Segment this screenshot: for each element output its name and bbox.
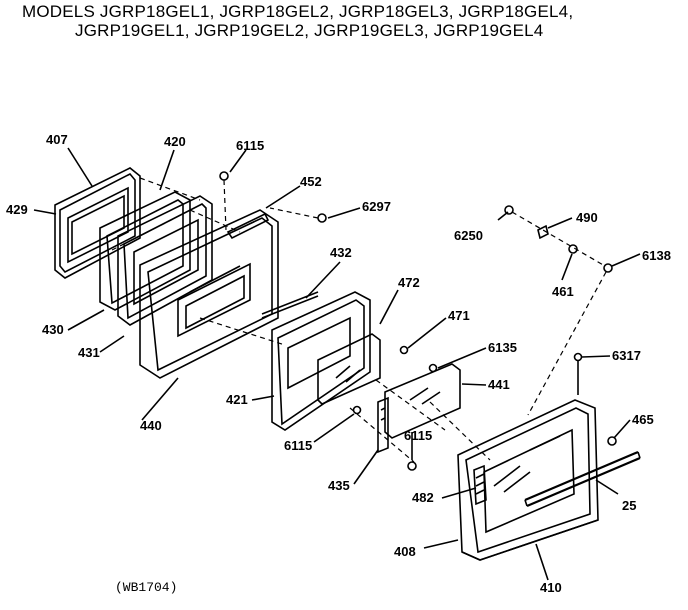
- label-407: 407: [46, 132, 68, 147]
- screw-6115-mid: [352, 405, 362, 415]
- screw-471: [399, 345, 409, 355]
- label-452: 452: [300, 174, 322, 189]
- screw-465: [607, 436, 617, 446]
- label-410: 410: [540, 580, 562, 595]
- label-441: 441: [488, 377, 510, 392]
- label-482: 482: [412, 490, 434, 505]
- label-408: 408: [394, 544, 416, 559]
- glass-441: [384, 363, 461, 439]
- linkage-assembly: [504, 205, 613, 416]
- label-461: 461: [552, 284, 574, 299]
- label-25: 25: [622, 498, 636, 513]
- outer-door-408: [457, 399, 599, 561]
- label-420: 420: [164, 134, 186, 149]
- handle-25: [524, 450, 641, 508]
- label-429: 429: [6, 202, 28, 217]
- diagram-code: (WB1704): [115, 580, 178, 595]
- label-431: 431: [78, 345, 100, 360]
- screw-6115-low: [407, 461, 417, 471]
- hinge-435: [377, 396, 389, 454]
- label-6138: 6138: [642, 248, 671, 263]
- screw-6317: [573, 352, 583, 395]
- label-6115-top: 6115: [236, 138, 264, 153]
- label-6297: 6297: [362, 199, 391, 214]
- label-6115-low: 6115: [404, 428, 432, 443]
- diagram-title-line2: JGRP19GEL1, JGRP19GEL2, JGRP19GEL3, JGRP…: [75, 21, 544, 40]
- label-432: 432: [330, 245, 352, 260]
- label-6115-mid: 6115: [284, 438, 312, 453]
- screw-6115-top: [219, 171, 229, 231]
- liner-frame-431: [117, 195, 213, 326]
- diagram-title-line1: MODELS JGRP18GEL1, JGRP18GEL2, JGRP18GEL…: [22, 2, 574, 21]
- screw-6135: [428, 363, 438, 373]
- label-6250: 6250: [454, 228, 483, 243]
- label-471: 471: [448, 308, 470, 323]
- label-465: 465: [632, 412, 654, 427]
- label-430: 430: [42, 322, 64, 337]
- label-421: 421: [226, 392, 248, 407]
- glass-472: [317, 333, 381, 405]
- label-440: 440: [140, 418, 162, 433]
- gasket-frame-407: [54, 167, 141, 279]
- label-490: 490: [576, 210, 598, 225]
- label-472: 472: [398, 275, 420, 290]
- spring-482: [473, 464, 487, 506]
- label-435: 435: [328, 478, 350, 493]
- rod-432: [261, 291, 319, 319]
- label-6317: 6317: [612, 348, 641, 363]
- screw-6297: [269, 207, 327, 223]
- label-6135: 6135: [488, 340, 517, 355]
- inner-panel-440: [139, 209, 279, 379]
- bracket-452: [226, 212, 270, 240]
